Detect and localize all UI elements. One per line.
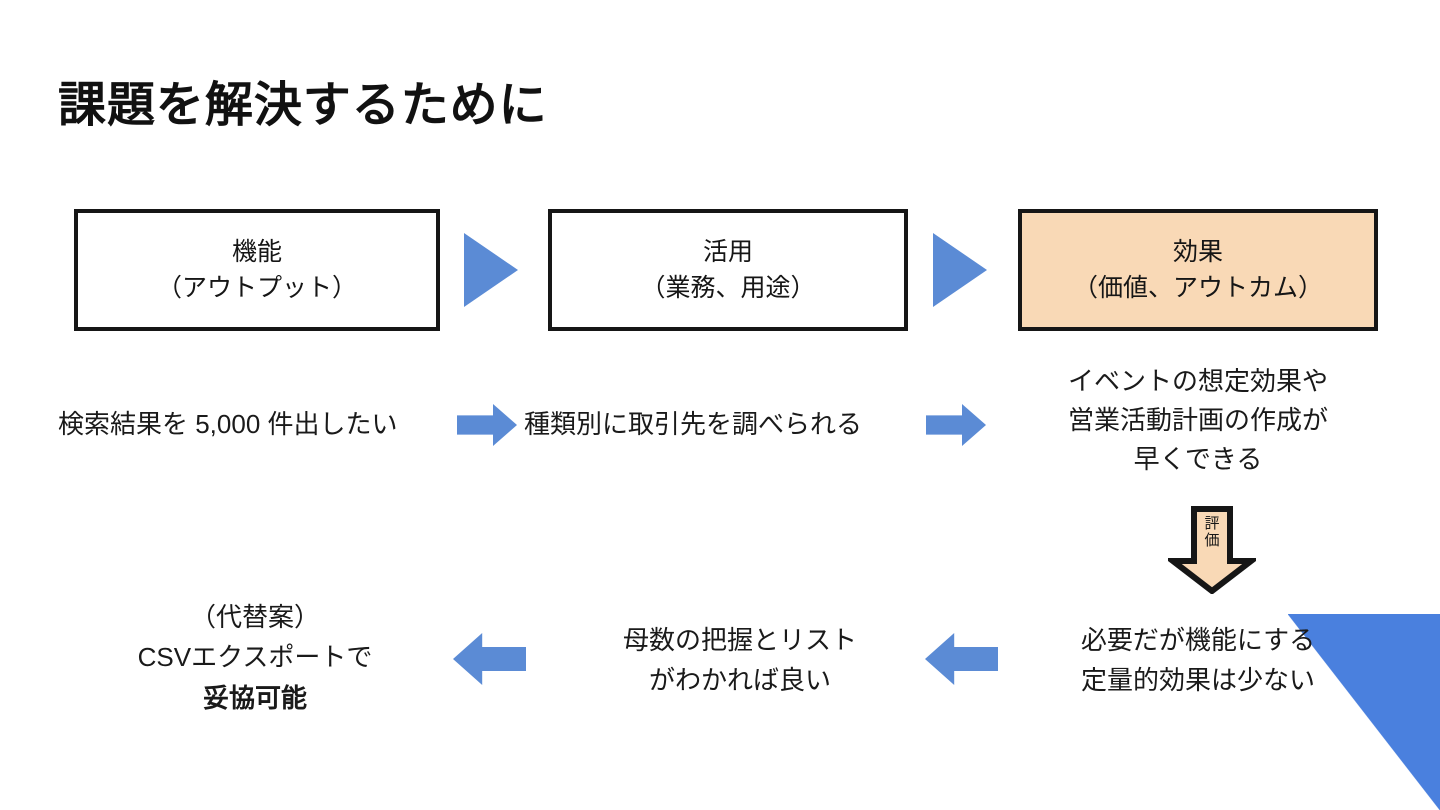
stage-heading-usage: 活用 [702, 237, 753, 266]
stage-box-usage: 活用 （業務、用途） [548, 209, 908, 331]
arrow-left-icon-1 [453, 633, 526, 685]
evaluation-arrow-label: 評 価 [1168, 515, 1256, 549]
stage-box-effect: 効果 （価値、アウトカム） [1018, 209, 1378, 331]
arrow-right-icon-1 [457, 404, 517, 446]
stage-box-function: 機能 （アウトプット） [74, 209, 440, 331]
evaluation-label-char-2: 価 [1204, 531, 1220, 549]
arrow-left-icon-2 [925, 633, 998, 685]
stage-subheading-usage: （業務、用途） [640, 274, 816, 302]
stage-subheading-function: （アウトプット） [156, 274, 357, 302]
bottom-caption-usage-line-1: 母数の把握とリスト [622, 625, 857, 655]
bottom-caption-usage: 母数の把握とリスト がわかれば良い [560, 620, 920, 701]
arrow-right-icon-2 [926, 404, 986, 446]
triangle-right-icon-2 [933, 233, 987, 307]
bottom-caption-effect-line-2: 定量的効果は少ない [1080, 665, 1315, 696]
middle-caption-usage: 種類別に取引先を調べられる [524, 409, 863, 439]
middle-caption-effect-line-3: 早くできる [1133, 444, 1263, 474]
bottom-caption-function: （代替案） CSVエクスポートで 妥協可能 [70, 597, 440, 718]
stage-subheading-effect: （価値、アウトカム） [1072, 274, 1323, 302]
middle-caption-function: 検索結果を 5,000 件出したい [58, 409, 398, 439]
stage-heading-effect: 効果 [1172, 237, 1223, 266]
bottom-caption-effect: 必要だが機能にする 定量的効果は少ない [1018, 620, 1378, 701]
bottom-caption-usage-line-2: がわかれば良い [648, 665, 831, 696]
bottom-caption-function-bold: 妥協可能 [202, 682, 307, 713]
bottom-caption-function-line-1: （代替案） [189, 602, 320, 632]
middle-caption-effect-line-1: イベントの想定効果や [1067, 366, 1328, 396]
middle-caption-effect-line-2: 営業活動計画の作成が [1067, 405, 1328, 435]
page-title: 課題を解決するために [58, 79, 548, 132]
bottom-caption-effect-line-1: 必要だが機能にする [1080, 625, 1316, 655]
triangle-right-icon-1 [464, 233, 518, 307]
bottom-caption-function-line-2: CSVエクスポートで [137, 642, 373, 673]
arrow-down-evaluation: 評 価 [1164, 506, 1260, 595]
arrow-down-icon [1164, 506, 1260, 595]
stage-heading-function: 機能 [231, 237, 282, 266]
middle-caption-effect: イベントの想定効果や 営業活動計画の作成が 早くできる [1018, 362, 1378, 479]
evaluation-label-char-1: 評 [1204, 515, 1220, 532]
